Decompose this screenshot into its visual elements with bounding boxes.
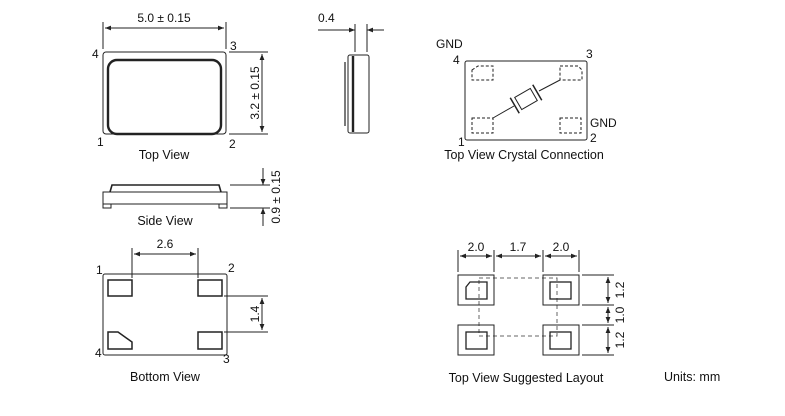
crystal-gnd-bottom: GND bbox=[590, 116, 617, 130]
bottom-view-body bbox=[102, 273, 228, 356]
layout-inner-pad-bottom-right bbox=[549, 331, 572, 350]
top-height-dim-label: 3.2 ± 0.15 bbox=[248, 66, 262, 120]
crystal-symbol bbox=[509, 84, 543, 114]
bottom-pin-3: 3 bbox=[223, 352, 230, 366]
crystal-pad-3 bbox=[559, 65, 583, 81]
bottom-view-caption: Bottom View bbox=[130, 370, 201, 384]
layout-inner-pad-top-left bbox=[465, 281, 488, 300]
layout-w-left-label: 2.0 bbox=[468, 240, 485, 254]
layout-land-bottom-left bbox=[457, 324, 495, 356]
crystal-pin-4: 4 bbox=[453, 53, 460, 67]
side-view-pad-left bbox=[102, 203, 112, 209]
profile-thickness-label: 0.4 bbox=[318, 11, 335, 25]
top-pin-4: 4 bbox=[92, 47, 99, 61]
layout-view bbox=[457, 250, 614, 356]
bottom-pad-2 bbox=[197, 279, 223, 297]
layout-land-top-left bbox=[457, 274, 495, 306]
crystal-gnd-top: GND bbox=[436, 37, 463, 51]
layout-h-top-label: 1.2 bbox=[613, 281, 627, 298]
crystal-view-body bbox=[464, 60, 588, 141]
crystal-pin-3: 3 bbox=[586, 47, 593, 61]
bottom-view bbox=[102, 248, 268, 356]
units-note: Units: mm bbox=[664, 370, 720, 384]
side-view-lid bbox=[109, 184, 222, 193]
top-width-dim-label: 5.0 ± 0.15 bbox=[137, 11, 191, 25]
bottom-pin-2: 2 bbox=[228, 261, 235, 275]
top-view bbox=[102, 22, 268, 136]
top-view-caption: Top View bbox=[139, 148, 190, 162]
side-view-pad-right bbox=[218, 203, 228, 209]
top-view-body bbox=[102, 51, 227, 135]
top-pin-2: 2 bbox=[229, 137, 236, 151]
bottom-pad-3 bbox=[197, 331, 223, 350]
layout-h-mid-label: 1.0 bbox=[613, 306, 627, 323]
layout-land-bottom-right bbox=[542, 324, 580, 356]
crystal-pin-2: 2 bbox=[590, 131, 597, 145]
layout-outline bbox=[478, 277, 558, 337]
layout-w-mid-label: 1.7 bbox=[510, 240, 527, 254]
top-view-lid bbox=[106, 58, 223, 136]
layout-inner-pad-bottom-left bbox=[465, 331, 488, 350]
side-view-body bbox=[102, 191, 228, 205]
crystal-view bbox=[464, 60, 588, 141]
top-pin-3: 3 bbox=[230, 39, 237, 53]
profile-view bbox=[318, 24, 384, 134]
bottom-pin-1: 1 bbox=[96, 263, 103, 277]
side-view bbox=[102, 168, 270, 226]
crystal-lead-lower bbox=[492, 105, 515, 119]
top-pin-1: 1 bbox=[97, 135, 104, 149]
layout-w-right-label: 2.0 bbox=[553, 240, 570, 254]
layout-land-top-right bbox=[542, 274, 580, 306]
layout-view-caption: Top View Suggested Layout bbox=[449, 371, 604, 385]
bottom-pad-4 bbox=[107, 331, 133, 350]
bottom-pitch-label: 2.6 bbox=[157, 237, 174, 251]
crystal-pin-1: 1 bbox=[458, 135, 465, 149]
crystal-lead-upper bbox=[538, 79, 561, 92]
crystal-pad-2 bbox=[559, 117, 582, 134]
bottom-pad-1 bbox=[107, 279, 133, 297]
crystal-view-caption: Top View Crystal Connection bbox=[444, 148, 604, 162]
side-height-dim-label: 0.9 ± 0.15 bbox=[269, 170, 283, 224]
bottom-pad-dim-label: 1.4 bbox=[248, 305, 262, 322]
layout-h-bottom-label: 1.2 bbox=[613, 331, 627, 348]
side-view-caption: Side View bbox=[137, 214, 193, 228]
crystal-pad-4 bbox=[471, 65, 494, 81]
profile-body bbox=[347, 54, 370, 134]
layout-inner-pad-top-right bbox=[549, 281, 572, 300]
bottom-pin-4: 4 bbox=[95, 346, 102, 360]
crystal-pad-1 bbox=[471, 117, 494, 134]
